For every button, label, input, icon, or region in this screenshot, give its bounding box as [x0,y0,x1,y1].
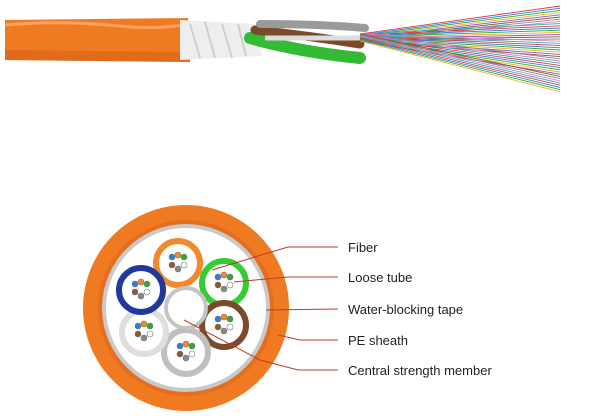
loose-tubes [116,238,249,377]
fiber-fanout [359,5,561,93]
fiber-strand [143,280,151,288]
fiber-strand [359,35,561,82]
loose-tube-brown [199,300,249,350]
fiber-strand [146,330,154,338]
fiber-strand [174,251,182,259]
loose-tube-orange [153,238,203,288]
fiber-strand [226,323,234,331]
central-strength-member [164,286,208,330]
fiber-strand [359,7,561,36]
fiber-strand [220,271,228,279]
cross-section [83,205,289,411]
tube-wall [119,307,169,357]
fiber-strand [134,330,142,338]
cable-illustration [4,5,561,93]
fiber-strand [359,39,561,91]
label-loose-tube: Loose tube [348,270,412,285]
loose-tube-white [119,307,169,357]
tube-wall [199,300,249,350]
fiber-strand [214,323,222,331]
fiber-strand [176,350,184,358]
fiber-strand [143,288,151,296]
leader-pe-sheath [277,334,338,341]
fiber-strand [220,313,228,321]
fiber-strand [359,34,561,44]
tape-folds [189,21,247,59]
fiber-strand [168,253,176,261]
fiber-strand [226,315,234,323]
fiber-strand [146,322,154,330]
fiber-strand [168,261,176,269]
fiber-strand [180,261,188,269]
fiber-strand [359,34,561,80]
fiber-strand [140,334,148,342]
fiber-strand [176,342,184,350]
fiber-strand [359,25,561,36]
fiber-strand [359,33,561,60]
fiber-strand [188,342,196,350]
fiber-strand [182,340,190,348]
label-water-blocking-tape: Water-blocking tape [348,302,463,317]
fiber-strand [359,38,561,88]
fiber-strand [226,281,234,289]
fiber-strand [140,320,148,328]
loose-tube-green [199,258,249,308]
fiber-strand [359,23,561,35]
fiber-strand [214,281,222,289]
label-pe-sheath: PE sheath [348,333,408,348]
leader-fiber [211,246,338,271]
fiber-strand [137,292,145,300]
label-central-strength-member: Central strength member [348,363,492,378]
fiber-strand [188,350,196,358]
leader-lines [183,246,339,371]
label-fiber: Fiber [348,240,378,255]
fiber-strand [180,253,188,261]
fiber-strand [359,5,561,35]
fiber-strand [359,33,561,77]
tape-wrap [180,20,262,60]
fiber-strand [220,327,228,335]
fiber-strand [220,285,228,293]
fiber-strand [359,34,561,62]
fiber-strand [214,315,222,323]
tube-wall [116,265,166,315]
tube-green [244,32,366,64]
leader-central-member [183,319,338,371]
fiber-strand [137,278,145,286]
fiber-strand [214,273,222,281]
fiber-strand [226,273,234,281]
labels: Fiber Loose tube Water-blocking tape PE … [348,240,492,378]
fiber-strand [359,40,561,93]
fiber-strand [359,36,561,84]
fiber-strand [359,33,561,42]
cable-jacket-shade [5,50,190,62]
fiber-strand [174,265,182,273]
tube-wall [153,238,203,288]
fiber-strand [131,280,139,288]
loose-tube-gray [161,327,211,377]
fiber-strand [182,354,190,362]
fiber-strand [359,37,561,86]
cable-jacket-highlight [4,21,189,30]
leader-water-blocking-tape [265,308,339,311]
fiber-strand [131,288,139,296]
fiber-strand [134,322,142,330]
tube-gray [256,20,369,32]
leader-loose-tube [233,276,338,283]
loose-tube-blue [116,265,166,315]
tube-wall [199,258,249,308]
tube-wall [161,327,211,377]
